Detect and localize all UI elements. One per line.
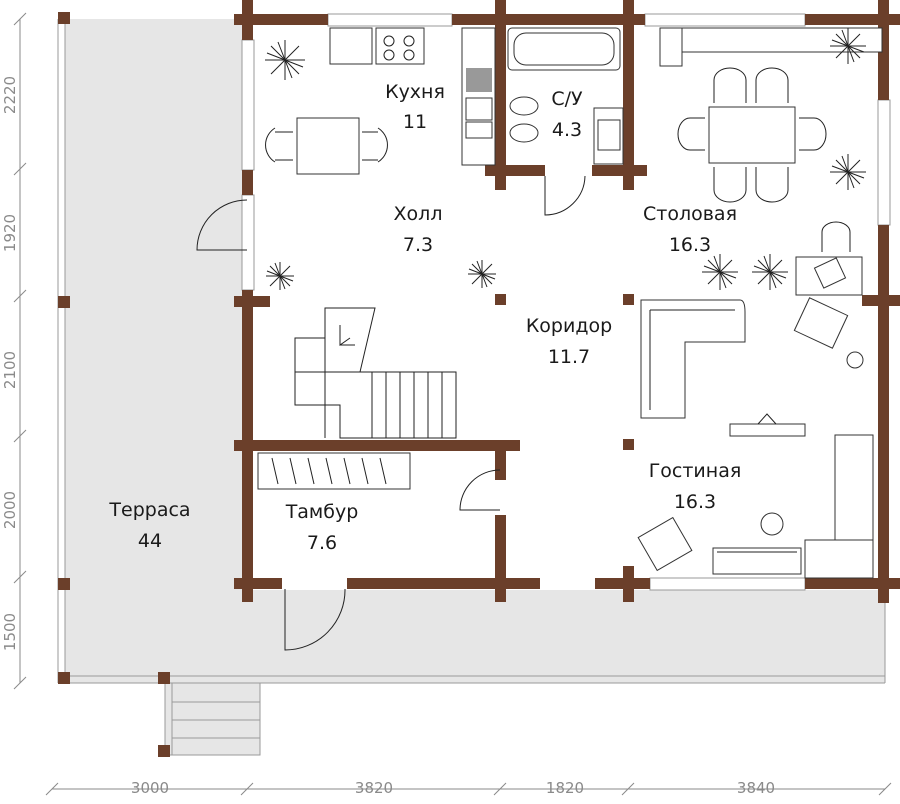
dimension-lines bbox=[13, 12, 892, 796]
room-area-vestibule: 7.6 bbox=[307, 532, 337, 554]
dim-vertical-2: 1920 bbox=[1, 214, 19, 252]
dim-vertical-1: 2220 bbox=[1, 76, 19, 114]
room-area-bathroom: 4.3 bbox=[552, 119, 582, 141]
entrance-steps bbox=[158, 672, 261, 757]
kitchen-furniture bbox=[265, 27, 496, 175]
dining-furniture bbox=[659, 27, 883, 296]
room-name-hall: Холл bbox=[394, 203, 443, 225]
dim-vertical-3: 2100 bbox=[1, 351, 19, 389]
doors bbox=[196, 175, 586, 651]
dim-horizontal-2: 3820 bbox=[355, 779, 393, 797]
bathroom-fixtures bbox=[507, 27, 624, 165]
room-area-living: 16.3 bbox=[674, 491, 716, 513]
room-name-terrace: Терраса bbox=[108, 499, 190, 521]
room-area-terrace: 44 bbox=[138, 530, 162, 552]
room-name-bathroom: С/У bbox=[551, 88, 583, 110]
room-name-living: Гостиная bbox=[649, 460, 742, 482]
dim-horizontal-4: 3840 bbox=[737, 779, 775, 797]
room-name-corridor: Коридор bbox=[526, 315, 612, 337]
plant-icons bbox=[265, 28, 866, 290]
dim-horizontal-1: 3000 bbox=[131, 779, 169, 797]
terrace-area bbox=[57, 12, 886, 684]
room-area-dining: 16.3 bbox=[669, 234, 711, 256]
dim-vertical-5: 1500 bbox=[1, 613, 19, 651]
wardrobe bbox=[257, 452, 411, 490]
room-name-dining: Столовая bbox=[643, 203, 737, 225]
room-name-kitchen: Кухня bbox=[385, 81, 445, 103]
room-area-corridor: 11.7 bbox=[548, 346, 590, 368]
dim-vertical-4: 2000 bbox=[1, 491, 19, 529]
room-area-kitchen: 11 bbox=[403, 111, 427, 133]
room-name-vestibule: Тамбур bbox=[285, 501, 359, 523]
room-area-hall: 7.3 bbox=[403, 234, 433, 256]
walls bbox=[234, 0, 900, 603]
staircase bbox=[294, 307, 457, 439]
dim-horizontal-3: 1820 bbox=[546, 779, 584, 797]
living-furniture bbox=[637, 297, 874, 579]
